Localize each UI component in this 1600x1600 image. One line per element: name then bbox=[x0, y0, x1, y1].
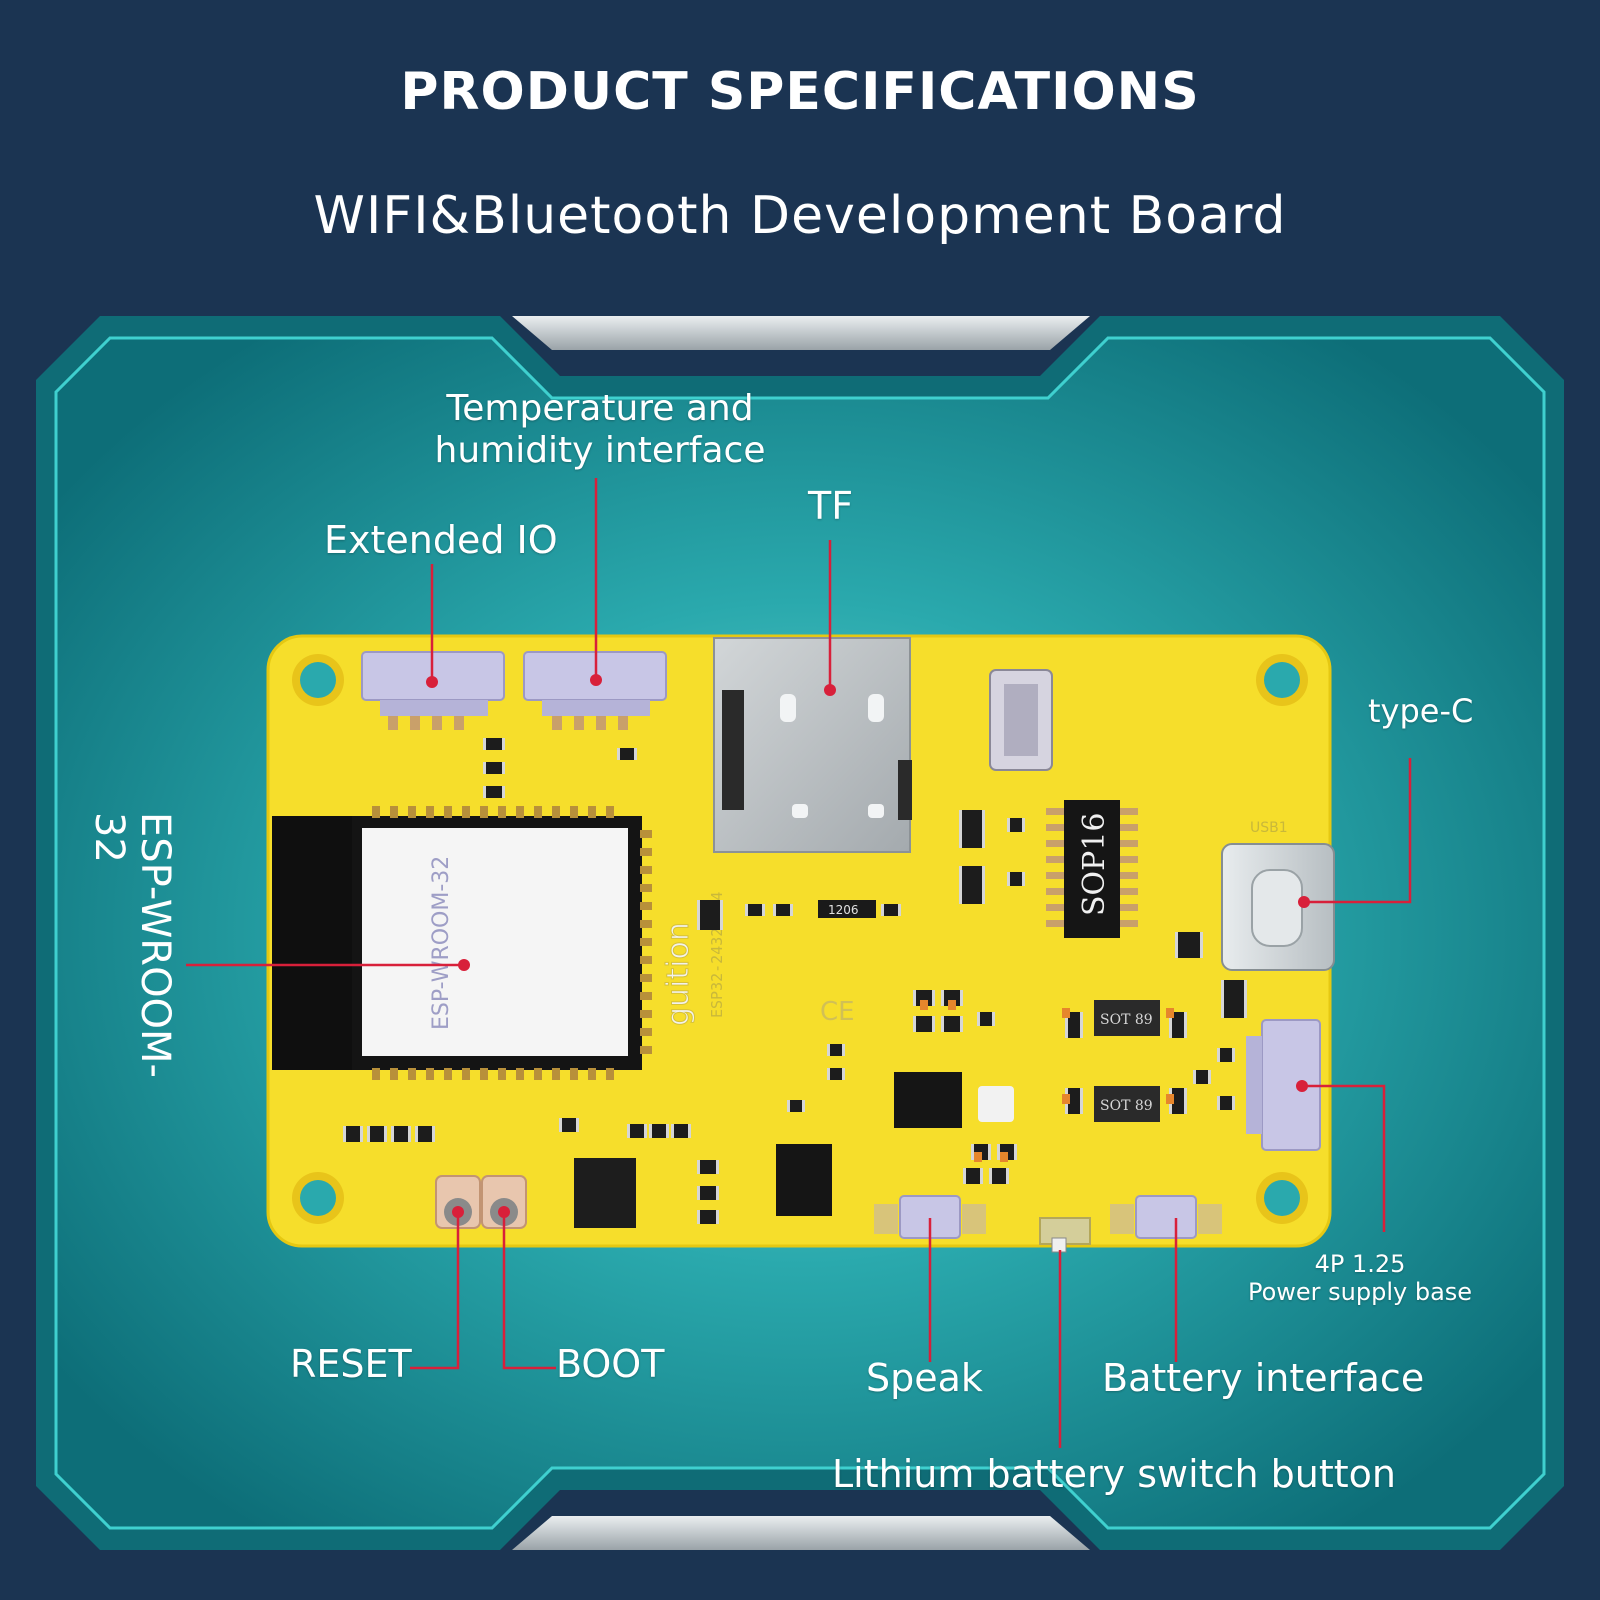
speaker-connector bbox=[874, 1195, 986, 1239]
tf-card-slot bbox=[713, 637, 912, 853]
label-esp-module: ESP-WROOM-32 bbox=[86, 812, 178, 1078]
label-reset: RESET bbox=[290, 1342, 412, 1386]
module-text: ESP-WROOM-32 bbox=[429, 856, 454, 1030]
pcb-board: ESP-WROOM-32 guition ESP32-2432S024 CE S… bbox=[266, 634, 1335, 1253]
page-subtitle: WIFI&Bluetooth Development Board bbox=[313, 186, 1287, 246]
label-lithium-switch: Lithium battery switch button bbox=[832, 1452, 1396, 1496]
bottom-silver-bar bbox=[512, 1516, 1090, 1550]
brand-mark: guition bbox=[661, 922, 696, 1026]
sop16-text: SOP16 bbox=[1077, 812, 1112, 916]
top-silver-bar bbox=[512, 316, 1090, 350]
sot89-regulator-1: SOT 89 bbox=[1094, 1000, 1160, 1036]
ic-chip-2 bbox=[776, 1144, 832, 1216]
sot89-text-2: SOT 89 bbox=[1100, 1098, 1153, 1114]
leader-type-c bbox=[1304, 758, 1412, 904]
power-supply-connector bbox=[1246, 1019, 1321, 1151]
usb-label: USB1 bbox=[1250, 820, 1288, 836]
smd-components bbox=[343, 738, 1247, 1224]
module-pins bbox=[372, 806, 652, 1080]
label-battery-interface: Battery interface bbox=[1102, 1356, 1425, 1400]
sot89-text-1: SOT 89 bbox=[1100, 1012, 1153, 1028]
battery-connector bbox=[1110, 1195, 1222, 1239]
leader-lines bbox=[186, 478, 1412, 1448]
esp-module: ESP-WROOM-32 bbox=[272, 806, 652, 1080]
resistor-text: 1206 bbox=[828, 903, 859, 917]
resistor-1206: 1206 bbox=[818, 900, 876, 918]
ic-chip-1 bbox=[894, 1072, 962, 1128]
label-extended-io: Extended IO bbox=[324, 518, 558, 562]
usb-type-c-port: USB1 bbox=[1221, 820, 1335, 971]
leader-power bbox=[1302, 1084, 1386, 1232]
fpc-connector bbox=[989, 669, 1053, 771]
leader-dots bbox=[426, 674, 1310, 1218]
lithium-switch-part bbox=[1039, 1217, 1091, 1253]
led bbox=[978, 1086, 1014, 1122]
label-boot: BOOT bbox=[556, 1342, 665, 1386]
ce-mark: CE bbox=[820, 997, 855, 1027]
leader-boot bbox=[502, 1212, 556, 1370]
sop16-chip: SOP16 bbox=[1046, 800, 1138, 938]
sot89-regulator-2: SOT 89 bbox=[1094, 1086, 1160, 1122]
page-title: PRODUCT SPECIFICATIONS bbox=[400, 62, 1200, 122]
label-speak: Speak bbox=[866, 1356, 983, 1400]
leader-reset bbox=[410, 1212, 460, 1370]
label-power-supply: 4P 1.25 Power supply base bbox=[1247, 1250, 1473, 1306]
mounting-holes bbox=[292, 654, 1308, 1224]
label-temp-humidity: Temperature and humidity interface bbox=[434, 388, 766, 471]
label-type-c: type-C bbox=[1368, 692, 1474, 730]
ic-chip-3 bbox=[574, 1158, 636, 1228]
label-tf: TF bbox=[808, 484, 854, 528]
